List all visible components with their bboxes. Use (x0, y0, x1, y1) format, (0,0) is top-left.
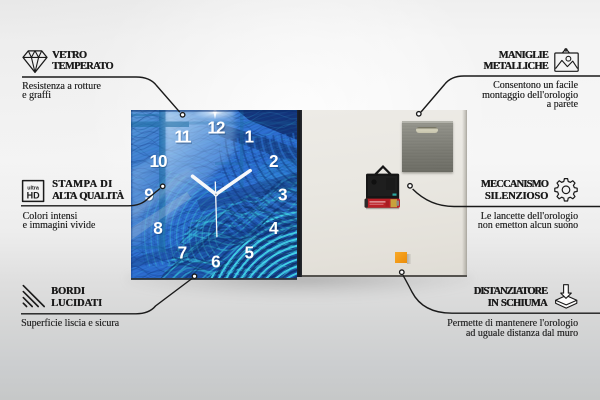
svg-text:5: 5 (245, 244, 255, 264)
svg-text:4: 4 (269, 218, 279, 238)
svg-text:8: 8 (153, 218, 163, 238)
svg-text:HD: HD (27, 191, 40, 201)
svg-text:3: 3 (278, 185, 288, 205)
svg-text:9: 9 (144, 185, 154, 205)
svg-text:10: 10 (149, 151, 167, 171)
svg-text:6: 6 (212, 253, 222, 273)
svg-text:7: 7 (179, 244, 189, 264)
svg-text:8: 8 (154, 219, 164, 239)
svg-text:5: 5 (245, 243, 255, 263)
svg-text:3: 3 (279, 186, 289, 206)
svg-text:11: 11 (175, 128, 193, 148)
svg-text:2: 2 (269, 151, 279, 171)
svg-text:1: 1 (245, 127, 255, 147)
svg-text:1: 1 (245, 128, 255, 148)
svg-text:12: 12 (208, 119, 226, 139)
svg-text:9: 9 (145, 186, 155, 206)
svg-text:6: 6 (211, 252, 221, 272)
svg-text:2: 2 (270, 152, 280, 172)
svg-text:ultra: ultra (27, 185, 40, 191)
svg-text:11: 11 (174, 127, 192, 147)
svg-text:10: 10 (150, 152, 168, 172)
svg-text:7: 7 (178, 243, 188, 263)
svg-text:4: 4 (270, 219, 280, 239)
svg-text:12: 12 (207, 118, 225, 138)
